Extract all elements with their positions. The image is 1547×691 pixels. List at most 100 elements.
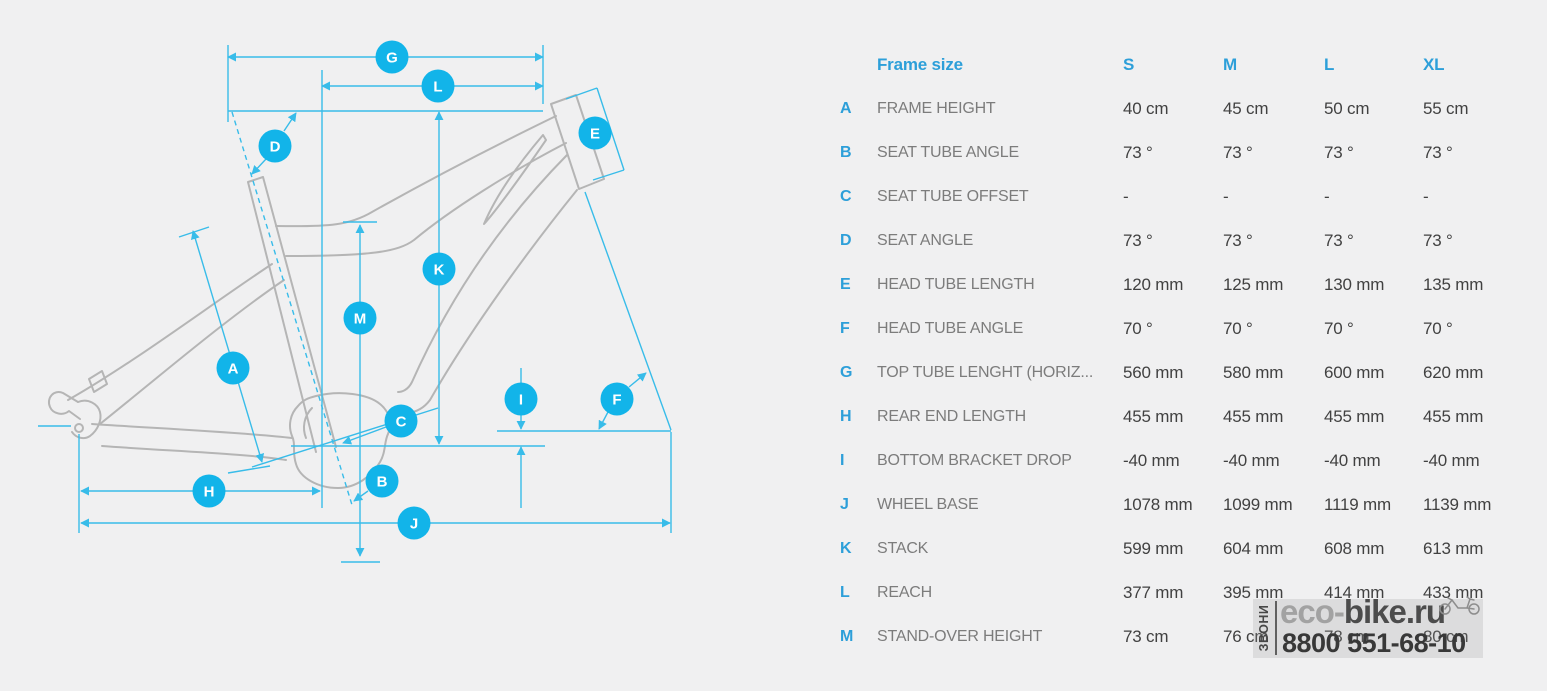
motor-housing [289, 392, 391, 489]
row-key: H [840, 408, 852, 425]
row-value-XL: 73 ° [1423, 231, 1453, 250]
rear-axle-hole [74, 423, 84, 433]
row-value-L: 414 mm [1324, 583, 1385, 602]
diagram-marker-G: G [375, 40, 409, 74]
diagram-marker-F: F [600, 382, 634, 416]
row-value-M: 125 mm [1223, 275, 1284, 294]
row-value-L: 78 cm [1324, 627, 1370, 646]
row-value-XL: -40 mm [1423, 451, 1480, 470]
chainstay-upper-edge [91, 423, 293, 439]
diagram-marker-E: E [578, 116, 612, 150]
row-value-L: 1119 mm [1324, 495, 1391, 514]
gusset-opening [483, 134, 547, 225]
svg-text:A: A [228, 360, 239, 377]
dim-A-frame-height [191, 230, 264, 463]
svg-text:I: I [519, 391, 523, 408]
motor-inner-detail [303, 407, 313, 439]
column-header-L: L [1324, 55, 1335, 74]
diagram-marker-A: A [216, 351, 250, 385]
row-value-S: 73 ° [1123, 143, 1153, 162]
dim-C-arrow [342, 426, 387, 445]
seat-tube [247, 176, 337, 453]
row-key: M [840, 628, 854, 645]
row-value-M: 1099 mm [1223, 495, 1293, 514]
dropout-claw [48, 391, 81, 420]
row-value-L: - [1324, 187, 1330, 206]
row-label: FRAME HEIGHT [877, 100, 996, 117]
watermark-phone-number: 8800 551-68-10 [1282, 628, 1466, 658]
watermark-site-prefix: eco- [1280, 593, 1345, 630]
row-value-M: 70 ° [1223, 319, 1253, 338]
top-tube-lower-edge [285, 142, 567, 257]
row-label: SEAT TUBE OFFSET [877, 188, 1029, 205]
row-key: B [840, 144, 852, 161]
diagram-marker-L: L [421, 69, 455, 103]
row-value-L: 608 mm [1324, 539, 1385, 558]
row-label: TOP TUBE LENGHT (HORIZ... [877, 364, 1094, 381]
row-value-S: 73 cm [1123, 627, 1169, 646]
row-value-XL: 55 cm [1423, 99, 1469, 118]
row-label: BOTTOM BRACKET DROP [877, 452, 1072, 469]
row-value-S: 70 ° [1123, 319, 1153, 338]
row-value-L: 73 ° [1324, 231, 1354, 250]
row-value-L: 455 mm [1324, 407, 1385, 426]
svg-text:H: H [204, 483, 215, 500]
row-value-S: -40 mm [1123, 451, 1180, 470]
dim-D-arrow-up [283, 112, 297, 132]
row-key: C [840, 188, 852, 205]
dim-D-arrow-down [251, 158, 267, 175]
seat-stay-lower-edge [99, 279, 285, 425]
row-value-L: 600 mm [1324, 363, 1385, 382]
row-value-M: 580 mm [1223, 363, 1284, 382]
row-key: K [840, 540, 852, 557]
diagram-marker-K: K [422, 252, 456, 286]
diagram-marker-layer: G L E D K M A I F C B H J [192, 40, 634, 540]
scooter-doodle-icon [1439, 596, 1480, 615]
svg-text:K: K [434, 261, 445, 278]
row-label: SEAT TUBE ANGLE [877, 144, 1019, 161]
diagram-marker-J: J [397, 506, 431, 540]
diagram-marker-M: M [343, 301, 377, 335]
row-value-XL: 135 mm [1423, 275, 1484, 294]
row-value-S: 73 ° [1123, 231, 1153, 250]
row-value-L: 130 mm [1324, 275, 1385, 294]
column-header-M: M [1223, 55, 1237, 74]
diagram-marker-D: D [258, 129, 292, 163]
row-value-M: 604 mm [1223, 539, 1284, 558]
row-key: J [840, 496, 849, 513]
row-value-XL: 613 mm [1423, 539, 1484, 558]
row-value-M: 73 ° [1223, 231, 1253, 250]
svg-text:B: B [377, 473, 388, 490]
row-value-L: -40 mm [1324, 451, 1381, 470]
svg-text:C: C [396, 413, 407, 430]
row-value-S: 40 cm [1123, 99, 1169, 118]
row-value-XL: - [1423, 187, 1429, 206]
row-value-M: 76 cm [1223, 627, 1269, 646]
row-label: HEAD TUBE LENGTH [877, 276, 1035, 293]
svg-text:G: G [386, 49, 398, 66]
row-value-M: 45 cm [1223, 99, 1269, 118]
row-value-XL: 620 mm [1423, 363, 1484, 382]
column-header-S: S [1123, 55, 1135, 74]
row-label: REAR END LENGTH [877, 408, 1027, 425]
svg-text:F: F [612, 391, 621, 408]
row-label: STACK [877, 540, 929, 557]
column-header-XL: XL [1423, 55, 1445, 74]
watermark-divider [1275, 601, 1277, 655]
row-value-S: 560 mm [1123, 363, 1184, 382]
row-value-M: - [1223, 187, 1229, 206]
row-key: I [840, 452, 845, 469]
row-key: D [840, 232, 852, 249]
row-value-XL: 1139 mm [1423, 495, 1492, 514]
diagram-marker-H: H [192, 474, 226, 508]
row-value-XL: 80 cm [1423, 627, 1469, 646]
row-value-M: 455 mm [1223, 407, 1284, 426]
